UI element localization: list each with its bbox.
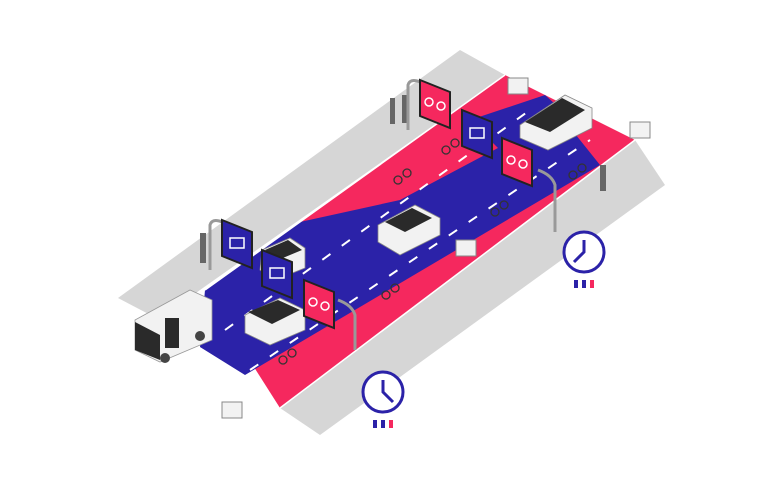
bicycle-icon <box>308 297 330 311</box>
bicycle-icon <box>424 97 446 111</box>
autonomous-bus <box>134 289 213 363</box>
car <box>377 204 441 256</box>
lane-sign-car <box>261 248 293 300</box>
car-icon <box>269 267 285 279</box>
car <box>244 297 306 346</box>
right-sidewalk <box>280 140 665 435</box>
bicycle-icon <box>506 155 528 169</box>
car-icon <box>469 127 485 139</box>
pedestrians <box>200 95 606 263</box>
lane-sign-car <box>461 108 493 160</box>
clock-icon <box>361 370 405 428</box>
car <box>519 94 593 151</box>
clock-icon <box>562 230 606 288</box>
car-icon <box>229 237 245 249</box>
cargo-bikes <box>221 77 651 419</box>
lane-sign-car <box>221 218 253 270</box>
lane-sign-bike <box>501 136 533 188</box>
road-edges <box>204 74 636 409</box>
sign-poles <box>208 79 557 350</box>
lane-sign-bike <box>419 78 451 130</box>
bicycles <box>278 138 587 365</box>
lane-sign-bike <box>303 278 335 330</box>
